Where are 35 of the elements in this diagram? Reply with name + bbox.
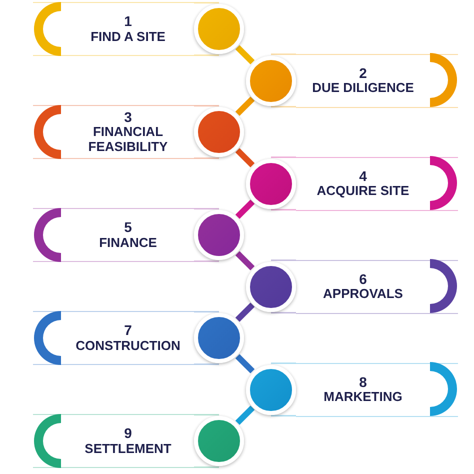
step-card (33, 208, 194, 262)
step-card (33, 2, 194, 56)
step-title: MARKETING (324, 390, 402, 406)
step-number: 9 (124, 425, 132, 442)
connector-link (235, 96, 255, 116)
connector-link (235, 200, 255, 219)
step-number: 4 (359, 168, 367, 184)
connector-link (235, 45, 255, 64)
step-number: 6 (359, 270, 367, 288)
step-card (296, 362, 458, 416)
connector-link (235, 406, 255, 425)
step-card (33, 105, 194, 159)
step-number: 5 (124, 219, 132, 236)
step-card (296, 260, 458, 314)
step-card (33, 414, 194, 468)
step-title: FINANCE (99, 236, 157, 251)
step-number: 1 (124, 13, 132, 30)
step-title: FIND A SITE (90, 30, 166, 45)
connector-link (235, 148, 255, 168)
step-number: 3 (124, 109, 132, 126)
step-card (296, 156, 458, 210)
step-number: 2 (359, 64, 367, 82)
connector-link (235, 302, 255, 322)
step-card (296, 54, 458, 108)
connector-link (235, 251, 255, 270)
step-title: APPROVALS (323, 287, 403, 302)
step-title: SETTLEMENT (84, 442, 172, 457)
step-number: 8 (359, 374, 367, 390)
step-card (33, 311, 194, 365)
step-title: FINANCIAL FEASIBILITY (87, 125, 169, 155)
connector-link (235, 354, 255, 374)
step-title: CONSTRUCTION (76, 338, 180, 354)
step-title: ACQUIRE SITE (316, 184, 410, 200)
step-title: DUE DILIGENCE (312, 81, 414, 96)
step-number: 7 (124, 322, 132, 339)
